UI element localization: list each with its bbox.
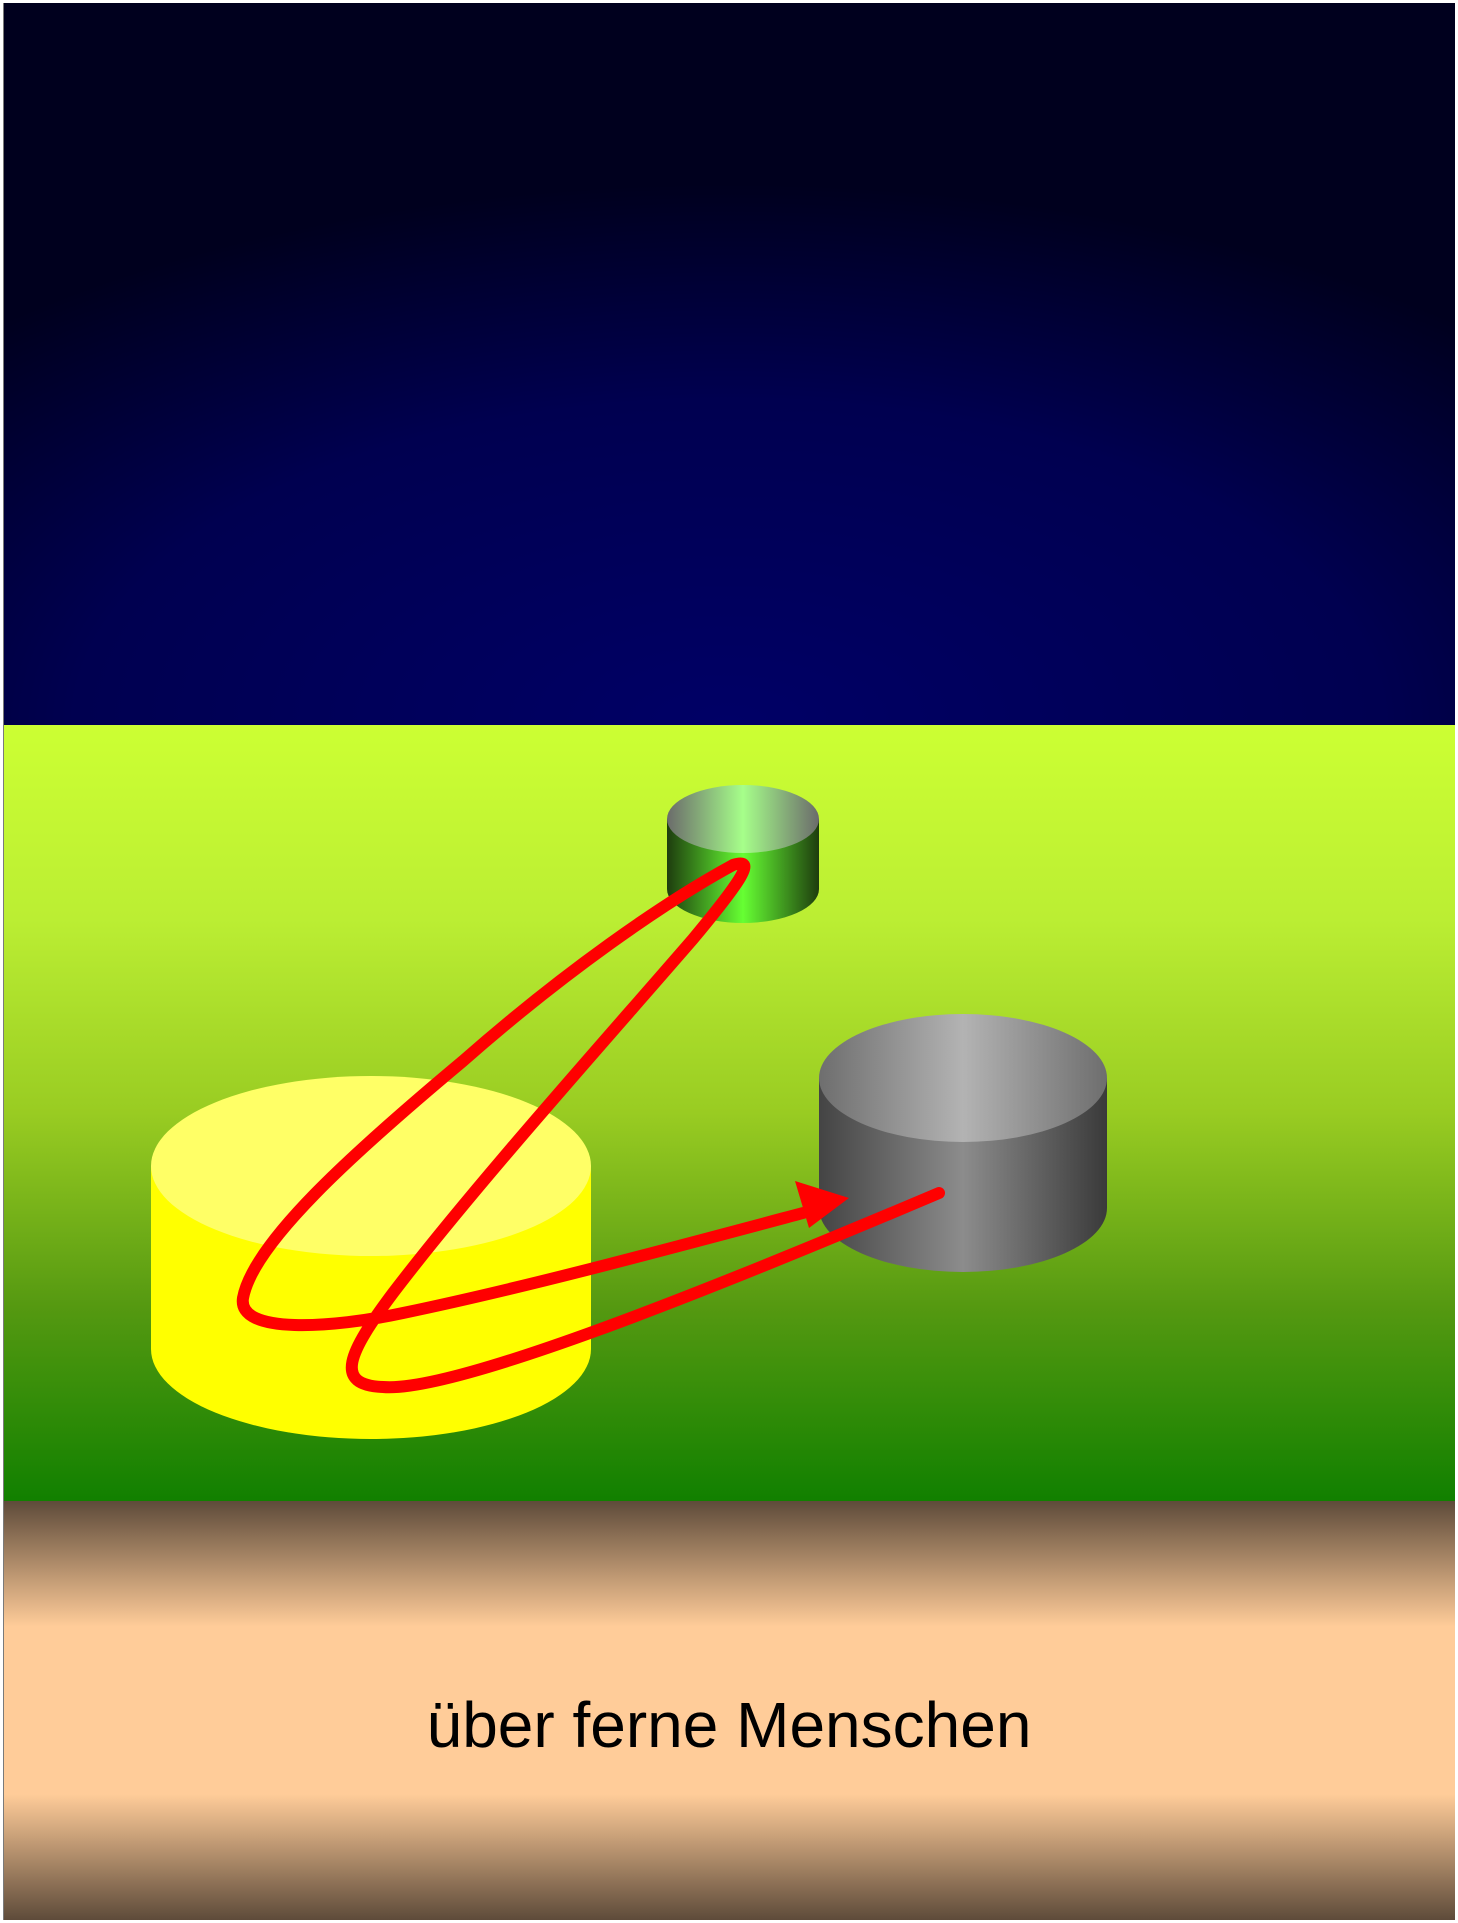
green-cylinder: [667, 785, 819, 923]
gray-cylinder: [819, 1014, 1107, 1272]
sky: [3, 3, 1455, 725]
caption: über ferne Menschen: [3, 1693, 1455, 1757]
scene: über ferne Menschen: [3, 3, 1455, 1920]
scene-drawing: [3, 3, 1455, 1920]
